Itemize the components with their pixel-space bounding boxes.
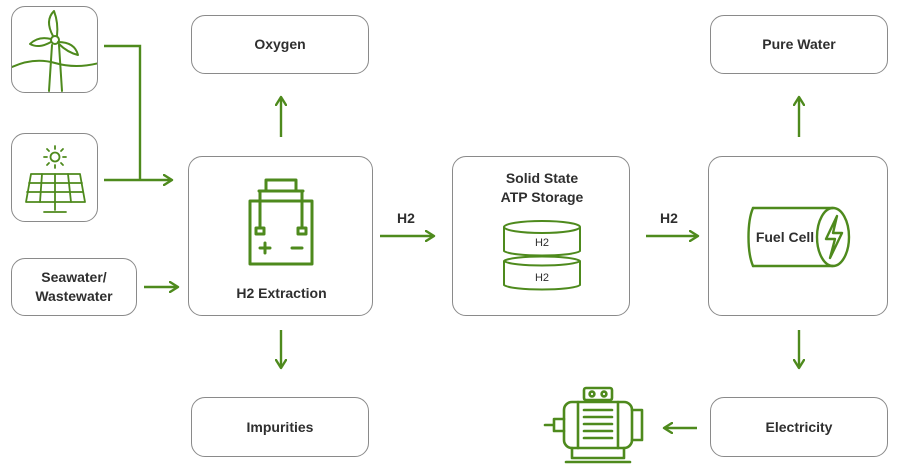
- pure-water-box: Pure Water: [710, 15, 888, 74]
- fuel-cell-label: Fuel Cell: [755, 229, 815, 245]
- solar-input-box: [11, 133, 98, 222]
- seawater-input-box: Seawater/ Wastewater: [11, 258, 137, 316]
- solar-panel-icon: [25, 145, 86, 213]
- h2-flow-label-1: H2: [397, 210, 415, 226]
- electric-motor-icon: [543, 386, 644, 464]
- pure-water-label: Pure Water: [762, 36, 836, 53]
- wind-to-extraction-line: [104, 44, 142, 180]
- h2-extraction-label: H2 Extraction: [236, 285, 327, 301]
- tank-top-label: H2: [534, 237, 550, 249]
- electricity-label: Electricity: [765, 418, 833, 435]
- oxygen-label: Oxygen: [254, 36, 306, 53]
- h2-extraction-box: H2 Extraction: [188, 156, 373, 316]
- electrolyzer-icon: [248, 178, 314, 266]
- wind-input-box: [11, 6, 98, 93]
- impurities-label: Impurities: [246, 418, 314, 435]
- oxygen-box: Oxygen: [191, 15, 369, 74]
- storage-label: Solid State ATP Storage: [500, 170, 584, 205]
- h2-tanks-icon: [503, 220, 581, 291]
- fuel-cell-box: Fuel Cell: [708, 156, 888, 316]
- seawater-label: Seawater/ Wastewater: [35, 269, 113, 304]
- battery-bolt-icon: [747, 206, 851, 268]
- impurities-box: Impurities: [191, 397, 369, 457]
- wind-turbine-icon: [12, 10, 97, 92]
- tank-bottom-label: H2: [534, 272, 550, 284]
- h2-flow-label-2: H2: [660, 210, 678, 226]
- storage-box: Solid State ATP Storage H2 H2: [452, 156, 630, 316]
- electricity-box: Electricity: [710, 397, 888, 457]
